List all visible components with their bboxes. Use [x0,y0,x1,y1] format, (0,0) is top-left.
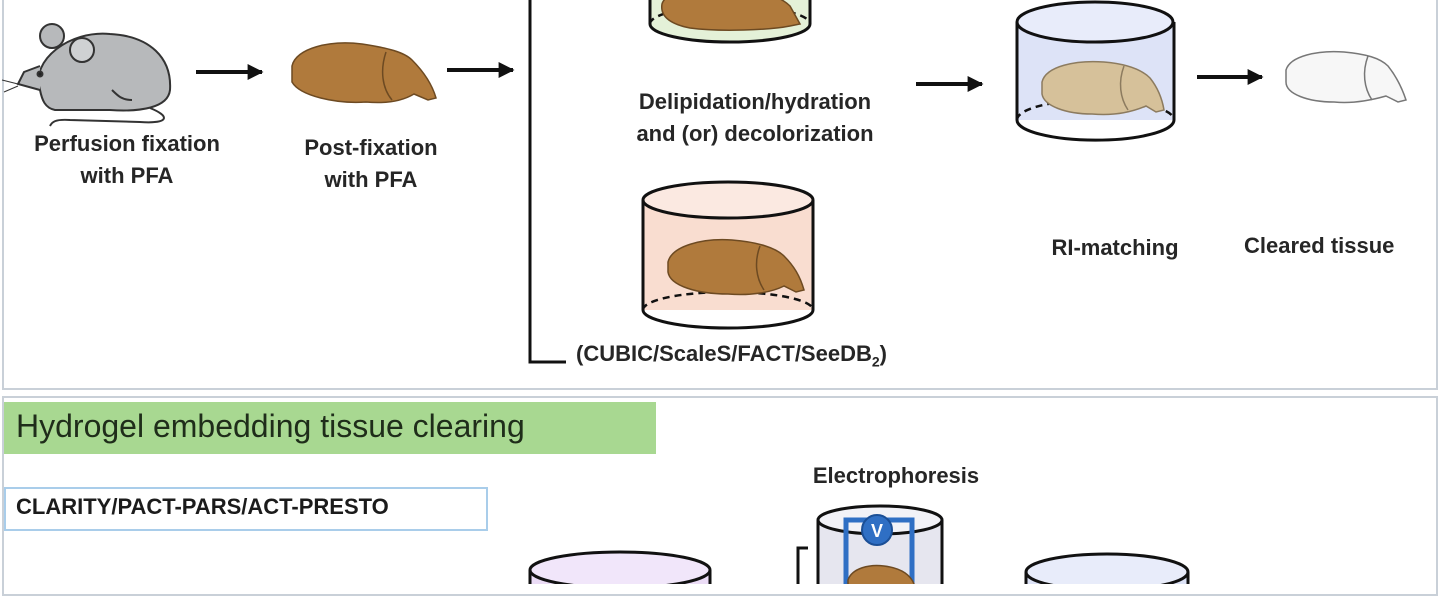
workflow-diagram: V [1,0,1407,584]
voltage-icon: V [861,514,893,546]
green-container [648,0,812,44]
mouse-icon [1,23,172,127]
delipidation-line-2: and (or) decolorization [636,121,874,146]
pink-container [641,180,815,330]
perfusion-line-1: Perfusion fixation [34,131,220,156]
perfusion-line-2: with PFA [80,163,174,188]
methods-close: ) [879,341,887,366]
cleared-tissue-label: Cleared tissue [1244,233,1395,258]
methods-subscript: 2 [871,353,880,370]
hydrogel-title-text: Hydrogel embedding tissue clearing [16,408,525,444]
electrophoresis-label: Electrophoresis [812,463,980,488]
voltage-label: V [871,521,883,541]
method-bracket [528,0,566,364]
ri-matching-label: RI-matching [1051,235,1179,260]
electrophoresis-chamber [796,504,944,584]
perfusion-label: Perfusion fixation with PFA [6,128,248,192]
brain-icon [291,42,437,104]
methods-text: (CUBIC/ScaleS/FACT/SeeDB [576,341,872,366]
cleared-brain-icon [1285,50,1407,104]
purple-container [528,550,712,584]
hydrogel-methods-text: CLARITY/PACT-PARS/ACT-PRESTO [16,494,389,519]
hydrogel-section-title: Hydrogel embedding tissue clearing [4,402,656,454]
hydrophilic-methods-label: (CUBIC/ScaleS/FACT/SeeDB2) [576,338,887,377]
blue-container [1015,0,1176,142]
post-fixation-line-1: Post-fixation [304,135,438,160]
post-fixation-line-2: with PFA [324,167,418,192]
blue-container-bottom [1024,552,1190,584]
hydrogel-methods-box: CLARITY/PACT-PARS/ACT-PRESTO [4,487,488,531]
delipidation-line-1: Delipidation/hydration [638,89,872,114]
post-fixation-label: Post-fixation with PFA [275,132,467,196]
delipidation-label: Delipidation/hydration and (or) decolori… [590,86,920,150]
